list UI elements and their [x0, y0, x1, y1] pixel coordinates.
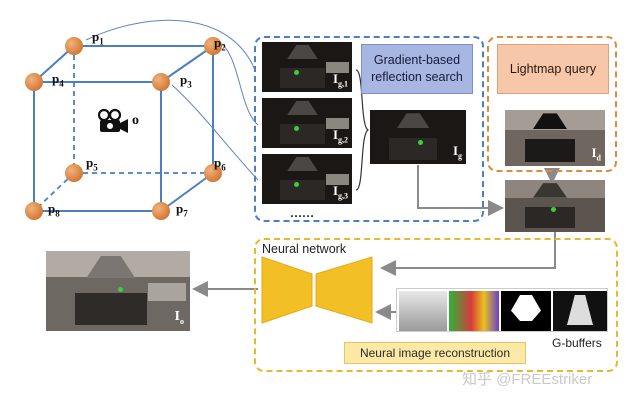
label-p3: p3	[180, 72, 192, 90]
gbuffer-depth	[501, 291, 551, 331]
neural-network-label: Neural network	[262, 242, 347, 256]
gbuffer-normal	[449, 291, 499, 331]
reconstruction-group	[254, 238, 618, 372]
watermark: 知乎 @FREEstriker	[462, 371, 593, 388]
image-ig1: Ig,1	[262, 42, 352, 92]
ellipsis: ……	[290, 206, 314, 220]
image-ig3: Ig,3	[262, 154, 352, 204]
probe-connectors	[85, 19, 259, 181]
gradient-search-box: Gradient-based reflection search	[361, 44, 473, 94]
gbuffers-label: G-buffers	[552, 336, 602, 350]
cube-node-p5	[65, 164, 83, 182]
image-io: Io	[46, 251, 190, 331]
cube-edges	[33, 45, 214, 212]
neural-network-shape	[261, 256, 373, 324]
lightmap-query-box: Lightmap query	[497, 44, 609, 94]
cube-node-p3	[152, 73, 170, 91]
label-p7: p7	[176, 201, 188, 219]
gbuffers-strip	[396, 288, 608, 332]
neural-reconstruction-box: Neural image reconstruction	[344, 342, 526, 364]
image-id: Id	[505, 110, 605, 166]
gbuffer-albedo	[399, 291, 447, 331]
label-p4: p4	[52, 71, 64, 89]
flow-arrows	[192, 165, 560, 320]
cube-node-p7	[152, 202, 170, 220]
image-ig2: Ig,2	[262, 98, 352, 148]
image-ig: Ig	[370, 110, 466, 164]
cube-node-p2	[204, 37, 222, 55]
label-p5: p5	[86, 155, 98, 173]
image-composite	[505, 180, 605, 232]
label-center: o	[132, 113, 139, 128]
cube-node-p1	[65, 37, 83, 55]
lightmap-group	[487, 36, 617, 172]
label-p1: p1	[92, 29, 104, 47]
label-p2: p2	[214, 35, 226, 53]
reflection-search-group	[254, 36, 484, 222]
cube-node-p8	[25, 202, 43, 220]
label-p6: p6	[214, 155, 226, 173]
label-p8: p8	[48, 201, 60, 219]
gbuffer-material	[553, 291, 607, 331]
brace	[355, 69, 370, 191]
cube-node-p4	[25, 73, 43, 91]
cube-node-p6	[204, 164, 222, 182]
camera-icon	[97, 108, 128, 133]
